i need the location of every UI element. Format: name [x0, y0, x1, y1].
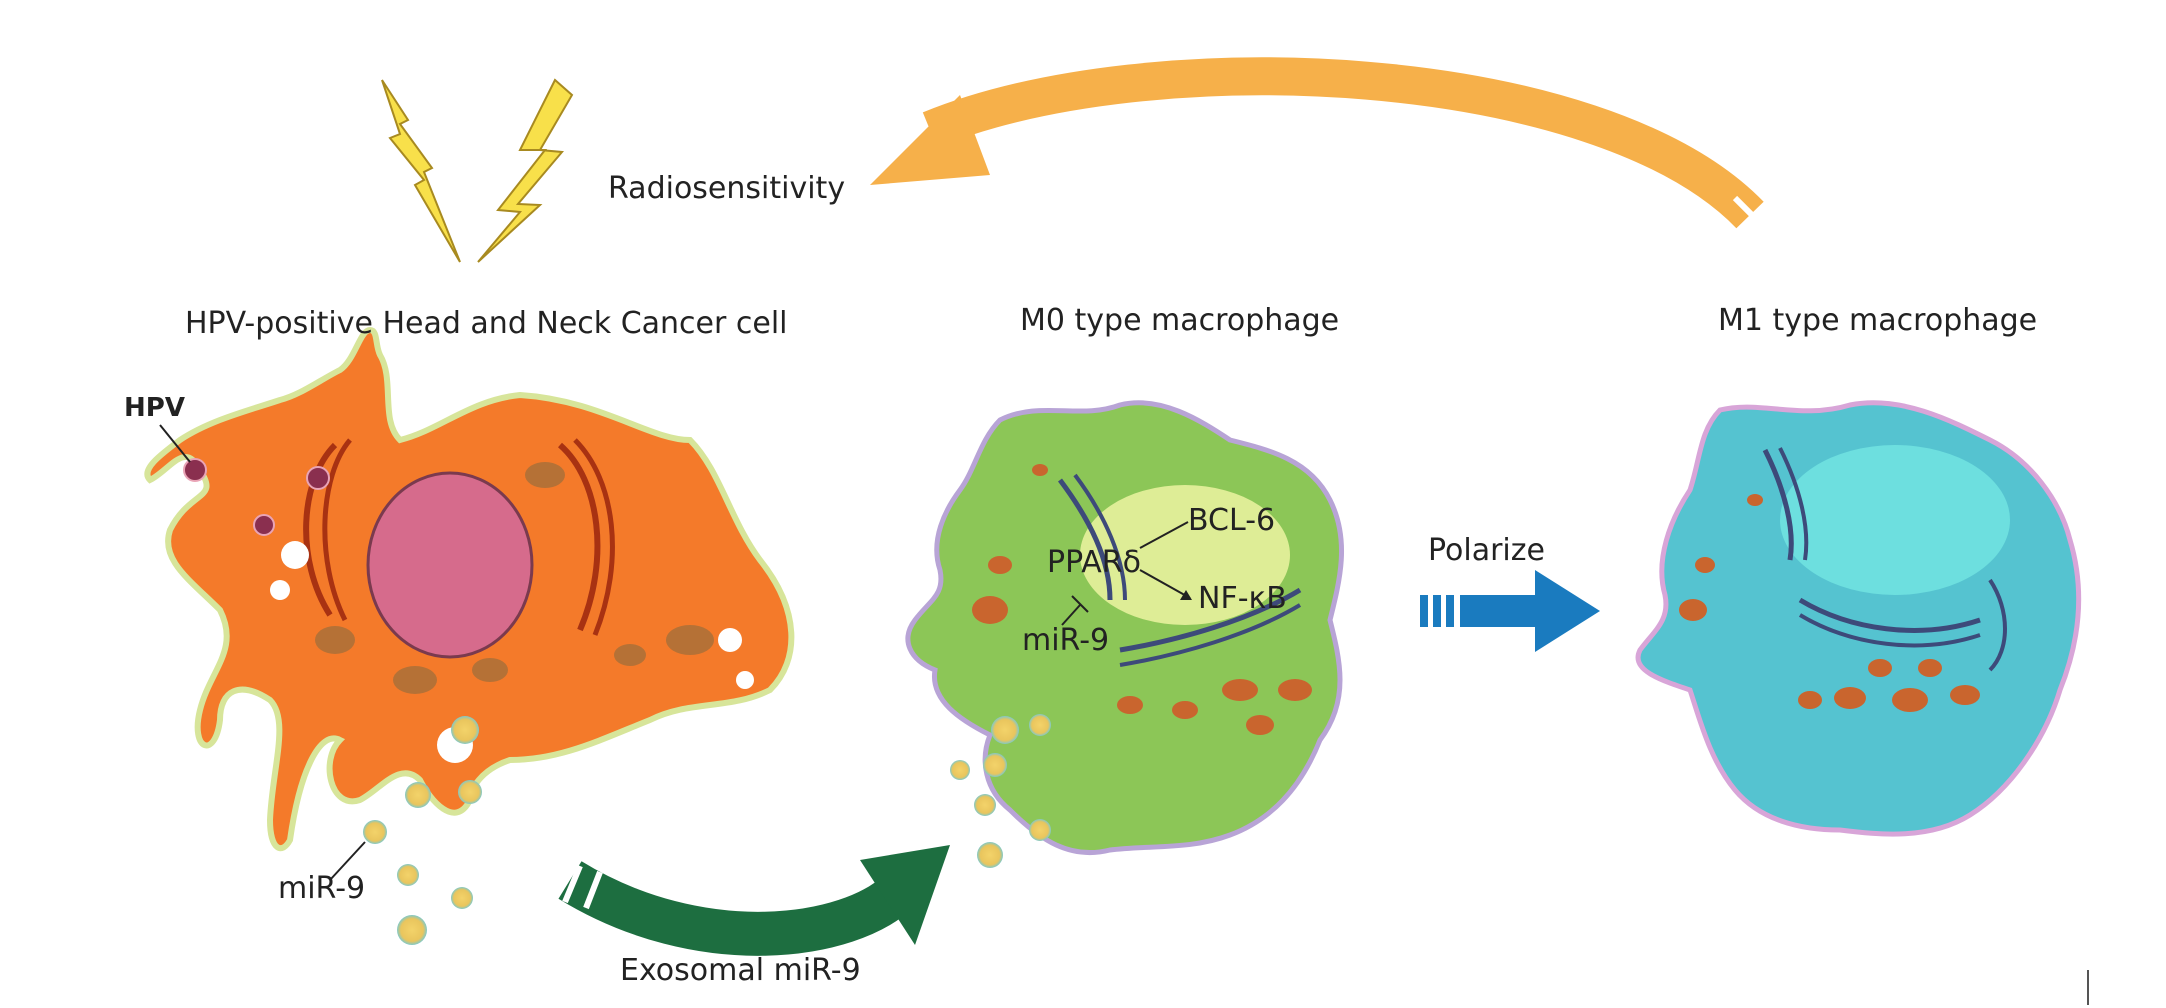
m1-macrophage-title: M1 type macrophage — [1718, 303, 2037, 338]
cancer-cell-title: HPV-positive Head and Neck Cancer cell — [185, 306, 788, 341]
polarize-arrow — [1420, 570, 1600, 652]
ppard-pathway-lines — [1061, 521, 1192, 626]
lightning-bolt-icon — [381, 79, 461, 263]
exosome-vesicle-icon — [950, 714, 1051, 868]
lightning-bolt-icon — [477, 78, 574, 263]
hpv-pointer-line — [159, 424, 191, 463]
m0-macrophage — [905, 400, 1345, 856]
exosomal-mir9-arrow — [542, 845, 950, 956]
m1-macrophage — [1635, 400, 2082, 837]
exosomal-mir9-label: Exosomal miR-9 — [620, 953, 861, 988]
m0-macrophage-title: M0 type macrophage — [1020, 303, 1339, 338]
radiosensitivity-label: Radiosensitivity — [608, 171, 845, 206]
exosome-vesicle-icon — [363, 716, 482, 945]
bcl6-label: BCL-6 — [1188, 503, 1275, 538]
mir9-pointer-line — [329, 841, 366, 881]
hpv-particle — [183, 458, 207, 482]
nfkb-label: NF-κB — [1198, 581, 1287, 616]
mir9-m0-label: miR-9 — [1022, 623, 1109, 658]
mir9-cancer-label: miR-9 — [278, 871, 365, 906]
hpv-particle — [306, 466, 330, 490]
hpv-label: HPV — [124, 393, 185, 423]
polarize-label: Polarize — [1428, 533, 1545, 568]
cancer-cell — [144, 326, 795, 852]
radiosensitivity-arrow — [870, 57, 1803, 229]
ppard-label: PPARδ — [1047, 545, 1141, 580]
hpv-particle — [253, 514, 275, 536]
